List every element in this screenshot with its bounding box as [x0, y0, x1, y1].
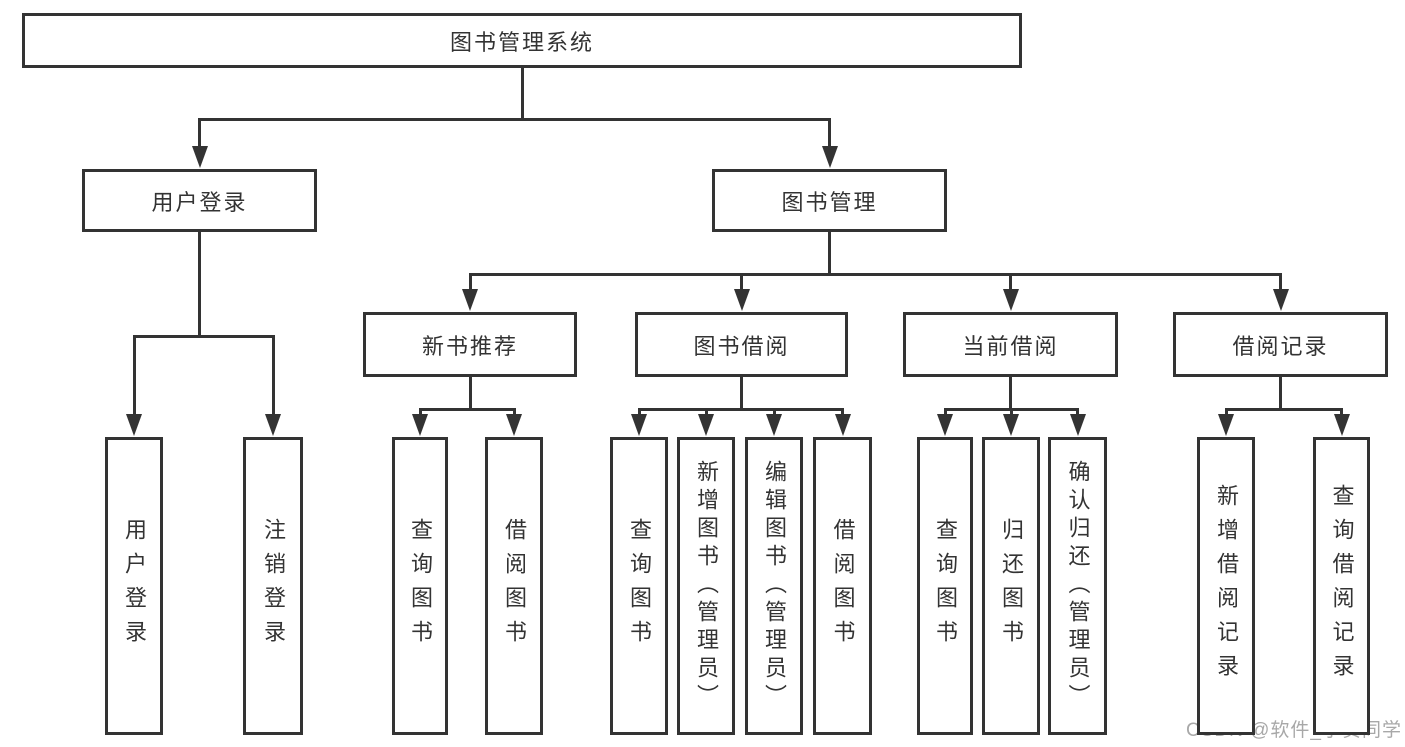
node-cb-return: 归还图书 — [982, 437, 1040, 735]
connector-line — [1340, 408, 1343, 417]
connector-line — [1224, 408, 1343, 411]
connector-line — [772, 408, 776, 417]
arrow-down-icon — [631, 414, 647, 436]
node-rec-borrow: 借阅图书 — [485, 437, 543, 735]
node-label-bb-query: 查询图书 — [627, 518, 652, 654]
node-bb-edit: 编辑图书（管理员） — [745, 437, 803, 735]
arrow-down-icon — [1218, 414, 1234, 436]
connector-line — [1009, 377, 1012, 411]
connector-line — [943, 408, 947, 417]
node-logout: 注销登录 — [243, 437, 303, 735]
connector-line — [1009, 273, 1012, 292]
node-label-user-login: 用户登录 — [151, 189, 248, 215]
node-label-cb-confirm: 确认归还（管理员） — [1065, 460, 1091, 712]
node-new-book-rec: 新书推荐 — [363, 312, 577, 377]
arrow-down-icon — [937, 414, 953, 436]
arrow-down-icon — [462, 289, 478, 311]
connector-line — [828, 118, 831, 149]
connector-line — [1009, 408, 1013, 417]
node-label-br-query: 查询借阅记录 — [1329, 484, 1355, 688]
connector-line — [520, 68, 524, 121]
node-bb-borrow: 借阅图书 — [813, 437, 872, 735]
node-label-rec-borrow: 借阅图书 — [502, 518, 527, 654]
node-label-current-borrow: 当前借阅 — [962, 333, 1059, 359]
arrow-down-icon — [821, 146, 838, 168]
connector-line — [468, 273, 472, 292]
node-root: 图书管理系统 — [22, 13, 1022, 68]
arrow-down-icon — [1003, 414, 1019, 436]
connector-line — [132, 335, 136, 417]
node-label-br-add: 新增借阅记录 — [1214, 484, 1239, 688]
node-rec-query: 查询图书 — [392, 437, 448, 735]
node-bb-add: 新增图书（管理员） — [677, 437, 735, 735]
connector-line — [198, 232, 201, 338]
node-br-query: 查询借阅记录 — [1313, 437, 1370, 735]
node-login: 用户登录 — [105, 437, 163, 735]
connector-line — [1279, 273, 1282, 292]
node-label-book-mgmt: 图书管理 — [781, 189, 878, 215]
connector-line — [841, 408, 844, 417]
connector-line — [828, 232, 831, 276]
node-label-new-book-rec: 新书推荐 — [421, 333, 518, 359]
connector-line — [637, 408, 641, 417]
node-book-borrow: 图书借阅 — [635, 312, 848, 377]
arrow-down-icon — [1002, 289, 1019, 311]
node-bb-query: 查询图书 — [610, 437, 668, 735]
connector-line — [512, 408, 516, 417]
connector-line — [1279, 377, 1282, 411]
arrow-down-icon — [1333, 414, 1350, 436]
arrow-down-icon — [126, 414, 142, 436]
connector-line — [418, 408, 516, 411]
node-label-rec-query: 查询图书 — [408, 518, 433, 654]
arrow-down-icon — [191, 146, 208, 168]
arrow-down-icon — [834, 414, 851, 436]
node-current-borrow: 当前借阅 — [903, 312, 1118, 377]
node-label-book-borrow: 图书借阅 — [693, 333, 790, 359]
arrow-down-icon — [1069, 414, 1086, 436]
connector-line — [704, 408, 708, 417]
arrow-down-icon — [698, 414, 714, 436]
node-label-bb-borrow: 借阅图书 — [830, 518, 856, 654]
connector-line — [468, 273, 1282, 276]
node-cb-query: 查询图书 — [917, 437, 973, 735]
connector-line — [740, 377, 743, 411]
arrow-down-icon — [1272, 289, 1289, 311]
node-label-bb-add: 新增图书（管理员） — [694, 460, 719, 712]
arrow-down-icon — [733, 289, 750, 311]
node-borrow-records: 借阅记录 — [1173, 312, 1388, 377]
node-label-cb-return: 归还图书 — [999, 518, 1024, 654]
arrow-down-icon — [766, 414, 782, 436]
connector-line — [418, 408, 422, 417]
connector-line — [1076, 408, 1079, 417]
node-label-bb-edit: 编辑图书（管理员） — [762, 460, 787, 712]
node-br-add: 新增借阅记录 — [1197, 437, 1255, 735]
arrow-down-icon — [412, 414, 428, 436]
connector-line — [198, 118, 831, 121]
connector-line — [468, 377, 472, 411]
node-book-mgmt: 图书管理 — [712, 169, 947, 232]
node-label-root: 图书管理系统 — [449, 29, 594, 55]
connector-line — [740, 273, 743, 292]
connector-line — [271, 335, 275, 417]
node-label-cb-query: 查询图书 — [933, 518, 958, 654]
arrow-down-icon — [265, 414, 281, 436]
node-label-borrow-records: 借阅记录 — [1232, 333, 1329, 359]
node-label-login: 用户登录 — [122, 518, 147, 654]
connector-line — [198, 118, 201, 149]
node-cb-confirm: 确认归还（管理员） — [1048, 437, 1107, 735]
node-label-logout: 注销登录 — [261, 518, 286, 654]
arrow-down-icon — [506, 414, 522, 436]
connector-line — [637, 408, 844, 411]
connector-line — [132, 335, 275, 338]
node-user-login: 用户登录 — [82, 169, 317, 232]
connector-line — [1224, 408, 1228, 417]
